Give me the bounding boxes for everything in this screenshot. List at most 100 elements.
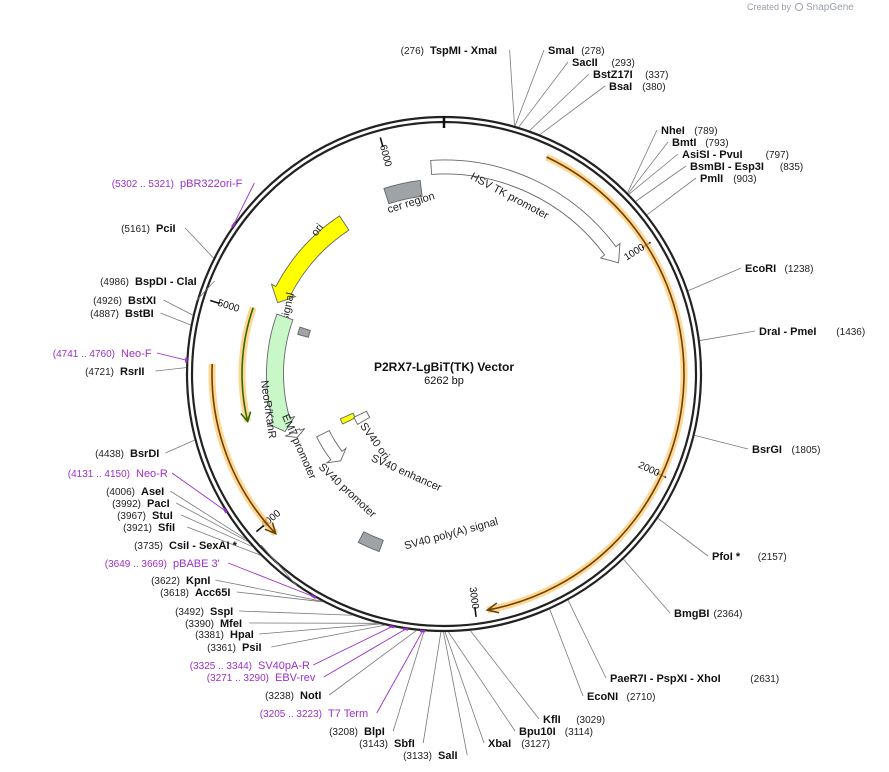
site-position: (3735) — [134, 541, 163, 552]
feature-em7-promoter — [285, 428, 306, 438]
site-leader — [635, 165, 687, 202]
site-leader — [196, 280, 215, 301]
site-paci: PacI(3992) — [112, 498, 170, 510]
site-position: (2710) — [627, 692, 656, 703]
site-psii: PsiI (3361) — [207, 642, 261, 654]
snapgene-logo-icon — [794, 2, 804, 12]
site-position: (2157) — [758, 552, 787, 563]
primer-name: pBABE 3' — [173, 558, 220, 570]
site-leader — [549, 609, 584, 697]
site-bspdi-clai: BspDI - ClaI(4986) — [100, 276, 197, 288]
primer-leader — [233, 182, 255, 226]
primer-neo-f: Neo-F(4741 .. 4760) — [53, 348, 152, 360]
site-leader — [184, 227, 214, 259]
feature-sv40-ori — [339, 412, 356, 425]
site-mfei: MfeI (3390) — [185, 618, 242, 630]
site-name: BsrDI — [130, 448, 159, 460]
site-leader — [271, 624, 386, 648]
primer-name: SV40pA-R — [258, 660, 310, 672]
site-name: StuI — [152, 510, 173, 522]
site-leader — [628, 153, 679, 195]
site-leader — [259, 623, 380, 635]
site-leader — [518, 61, 569, 128]
orf-arrowhead — [264, 522, 277, 536]
site-leader — [567, 600, 607, 679]
site-name: MfeI — [220, 618, 242, 630]
site-position: (3361) — [207, 643, 236, 654]
site-name: KflI — [543, 714, 561, 726]
site-position: (4438) — [95, 449, 124, 460]
site-position: (3029) — [576, 715, 605, 726]
site-leader — [509, 49, 515, 126]
site-noti: NotI(3238) — [265, 690, 321, 702]
primer-pbabe-3: pBABE 3'(3649 .. 3669) — [105, 558, 220, 570]
site-name: NotI — [300, 690, 321, 702]
primer-name: EBV-rev — [275, 672, 316, 684]
site-name: CsiI - SexAI * — [169, 540, 238, 552]
tick-label: 3000 — [467, 586, 481, 610]
site-name: BmgBI — [674, 608, 709, 620]
primer-range: (4131 .. 4150) — [68, 469, 130, 480]
primer-site-mark — [402, 627, 409, 631]
site-leader — [181, 514, 253, 547]
site-leader — [646, 177, 697, 216]
backbone-outer-strand — [185, 115, 703, 633]
site-position: (797) — [766, 150, 789, 161]
site-leader — [328, 630, 417, 696]
site-position: (2631) — [750, 674, 779, 685]
site-leader — [444, 631, 485, 744]
primer-leader — [228, 562, 314, 598]
primer-range: (4741 .. 4760) — [53, 349, 115, 360]
site-blpi: BlpI(3208) — [329, 726, 385, 738]
site-paer7i-pspxi-xhoi: PaeR7I - PspXI - XhoI (2631) — [610, 673, 779, 685]
primer-range: (5302 .. 5321) — [112, 179, 174, 190]
site-name: SalI — [438, 750, 458, 762]
site-position: (3622) — [151, 576, 180, 587]
site-name: PsiI — [242, 642, 262, 654]
site-nhei: NheI(789) — [661, 125, 718, 137]
site-stui: StuI(3967) — [117, 510, 173, 522]
site-csii-sexai: CsiI - SexAI * (3735) — [134, 540, 237, 552]
site-name: Acc65I — [195, 587, 230, 599]
site-asisi-pvui: AsiSI - PvuI(797) — [682, 149, 789, 161]
site-leader — [155, 367, 187, 372]
site-bmgbi: BmgBI(2364) — [674, 608, 742, 620]
tick-label: 5000 — [216, 298, 241, 315]
feature-label-em7-promoter: EM7 promoter — [279, 413, 318, 482]
primer-t7-term: T7 Term(3205 .. 3223) — [260, 708, 368, 720]
site-pcii: PciI(5161) — [121, 223, 175, 235]
site-bstbi: BstBI(4887) — [90, 308, 154, 320]
site-leader — [163, 299, 193, 316]
primer-leader — [323, 628, 406, 678]
site-tspmi-xmai: TspMI - XmaI(276) — [401, 45, 497, 57]
site-bstz17i: BstZ17I(337) — [593, 69, 668, 81]
brand-product: SnapGene — [806, 2, 854, 13]
site-leader — [165, 439, 195, 454]
site-name: AseI — [141, 486, 164, 498]
tick-line — [210, 299, 221, 305]
site-position: (835) — [780, 162, 803, 173]
site-leader — [239, 610, 353, 616]
backbone — [185, 115, 703, 633]
site-name: KpnI — [186, 575, 210, 587]
site-kfli: KflI (3029) — [543, 714, 605, 726]
site-leader — [699, 330, 756, 341]
site-sbfi: SbfI(3143) — [359, 738, 415, 750]
site-leader — [627, 129, 658, 193]
site-leader — [448, 631, 516, 732]
feature-sv40-poly-a-signal — [357, 531, 384, 553]
site-position: (3390) — [185, 619, 214, 630]
site-leader — [169, 490, 246, 540]
primer-ebv-rev: EBV-rev(3271 .. 3290) — [207, 672, 316, 684]
site-position: (4887) — [90, 309, 119, 320]
site-position: (1238) — [785, 264, 814, 275]
site-position: (3921) — [123, 523, 152, 534]
site-position: (789) — [694, 126, 717, 137]
orf-line — [211, 363, 277, 535]
site-name: PaeR7I - PspXI - XhoI — [610, 673, 721, 685]
site-leader — [443, 631, 468, 756]
site-leader — [627, 141, 669, 194]
site-leader — [187, 526, 261, 556]
